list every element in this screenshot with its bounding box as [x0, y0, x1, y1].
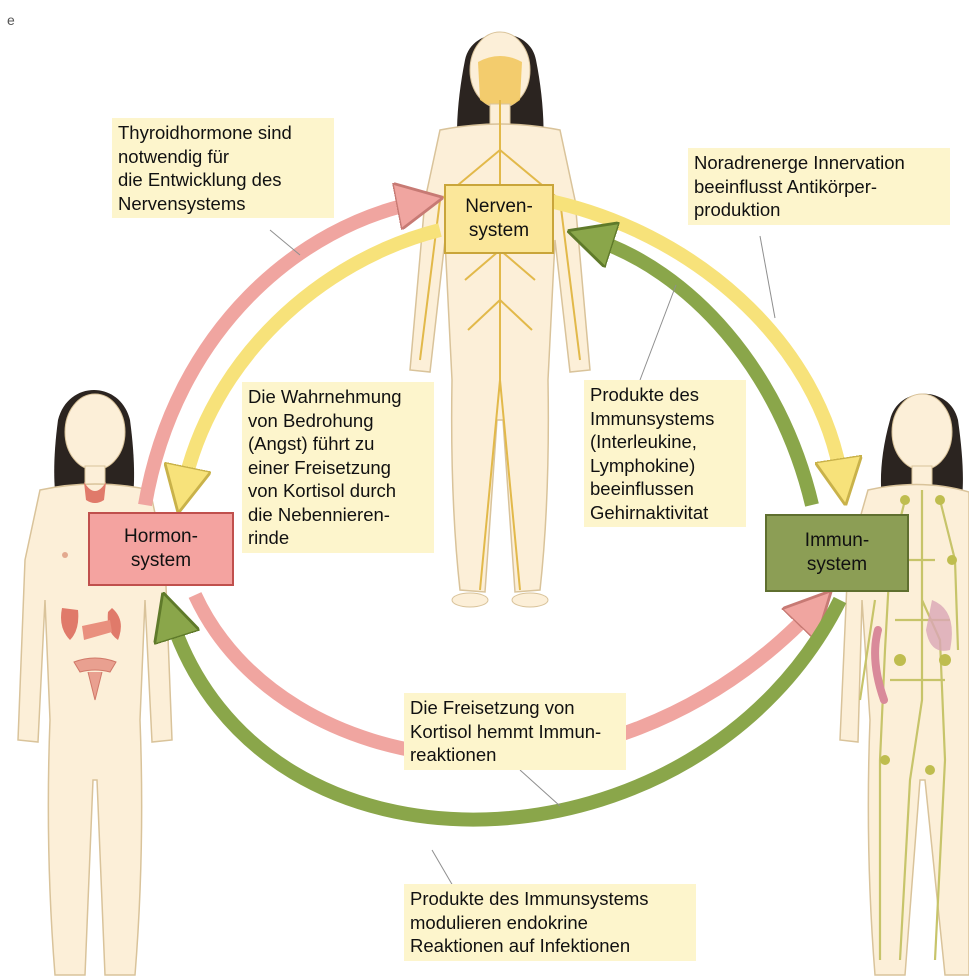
- hormonsystem-label-line1: Hormon-: [124, 525, 198, 549]
- note-thyroid-line: notwendig für: [118, 145, 328, 169]
- hormonsystem-box: Hormon- system: [88, 512, 234, 586]
- nervensystem-label-line2: system: [465, 219, 533, 243]
- immunsystem-box: Immun- system: [765, 514, 909, 592]
- hormonsystem-label-line2: system: [124, 549, 198, 573]
- immunsystem-label-line2: system: [805, 553, 869, 577]
- note-thyroid-line: Nervensystems: [118, 192, 328, 216]
- note-produkte-endokrin-line: Produkte des Immunsystems: [410, 887, 690, 911]
- note-produkte-gehirn-line: beeinflussen: [590, 477, 740, 501]
- female-figure-nervous-icon: [410, 32, 590, 607]
- note-thyroid-line: Thyroidhormone sind: [118, 121, 328, 145]
- note-produkte-endokrin-line: Reaktionen auf Infektionen: [410, 934, 690, 958]
- note-kortisol: Die Freisetzung von Kortisol hemmt Immun…: [404, 693, 626, 770]
- note-produkte-gehirn: Produkte des Immunsystems (Interleukine,…: [584, 380, 746, 527]
- note-wahrnehmung-line: von Kortisol durch: [248, 479, 428, 503]
- note-wahrnehmung-line: rinde: [248, 526, 428, 550]
- note-produkte-gehirn-line: Gehirnaktivitat: [590, 501, 740, 525]
- note-wahrnehmung-line: die Nebennieren-: [248, 503, 428, 527]
- note-wahrnehmung: Die Wahrnehmung von Bedrohung (Angst) fü…: [242, 382, 434, 553]
- note-thyroid-line: die Entwicklung des: [118, 168, 328, 192]
- immunsystem-label-line1: Immun-: [805, 529, 869, 553]
- note-wahrnehmung-line: (Angst) führt zu: [248, 432, 428, 456]
- note-produkte-gehirn-line: (Interleukine,: [590, 430, 740, 454]
- note-kortisol-line: Kortisol hemmt Immun-: [410, 720, 620, 744]
- nervensystem-box: Nerven- system: [444, 184, 554, 254]
- note-wahrnehmung-line: einer Freisetzung: [248, 456, 428, 480]
- note-wahrnehmung-line: Die Wahrnehmung: [248, 385, 428, 409]
- note-produkte-gehirn-line: Produkte des: [590, 383, 740, 407]
- note-produkte-gehirn-line: Lymphokine): [590, 454, 740, 478]
- note-kortisol-line: reaktionen: [410, 743, 620, 767]
- note-noradrenerg-line: Noradrenerge Innervation: [694, 151, 944, 175]
- note-produkte-gehirn-line: Immunsystems: [590, 407, 740, 431]
- note-produkte-endokrin-line: modulieren endokrine: [410, 911, 690, 935]
- note-thyroid: Thyroidhormone sind notwendig für die En…: [112, 118, 334, 218]
- note-noradrenerg: Noradrenerge Innervation beeinflusst Ant…: [688, 148, 950, 225]
- note-produkte-endokrin: Produkte des Immunsystems modulieren end…: [404, 884, 696, 961]
- nervensystem-label-line1: Nerven-: [465, 195, 533, 219]
- note-noradrenerg-line: produktion: [694, 198, 944, 222]
- note-wahrnehmung-line: von Bedrohung: [248, 409, 428, 433]
- figure-lymphatic-icon: [840, 394, 969, 975]
- note-kortisol-line: Die Freisetzung von: [410, 696, 620, 720]
- note-noradrenerg-line: beeinflusst Antikörper-: [694, 175, 944, 199]
